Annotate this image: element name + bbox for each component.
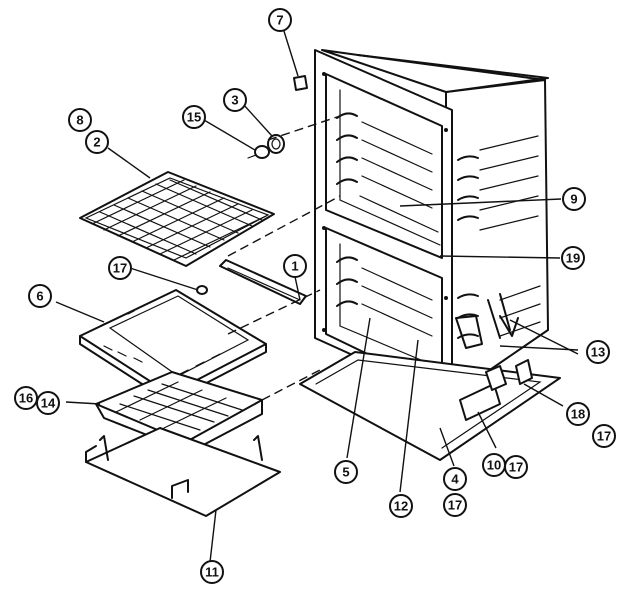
callout-4: 4 xyxy=(443,467,467,491)
knob-parts xyxy=(247,134,285,159)
part-7-block xyxy=(293,75,308,91)
svg-text:1: 1 xyxy=(291,259,298,274)
callout-13: 13 xyxy=(586,340,610,364)
svg-text:14: 14 xyxy=(41,396,56,411)
svg-text:18: 18 xyxy=(571,407,585,422)
svg-text:19: 19 xyxy=(566,251,580,266)
callout-10: 10 xyxy=(482,453,506,477)
svg-text:10: 10 xyxy=(487,458,501,473)
svg-text:8: 8 xyxy=(76,113,83,128)
bracket-part xyxy=(459,383,501,421)
callout-18: 18 xyxy=(566,402,590,426)
callout-9: 9 xyxy=(562,187,586,211)
svg-text:5: 5 xyxy=(342,465,349,480)
svg-text:9: 9 xyxy=(570,192,577,207)
svg-text:17: 17 xyxy=(113,261,127,276)
svg-text:16: 16 xyxy=(19,391,33,406)
callout-6: 6 xyxy=(28,284,52,308)
upper-oven-opening xyxy=(325,73,443,259)
callout-17-rail: 17 xyxy=(108,256,132,280)
svg-text:11: 11 xyxy=(205,565,219,580)
callout-11: 11 xyxy=(200,560,224,584)
hinge-assembly xyxy=(455,293,511,349)
callout-19: 19 xyxy=(561,246,585,270)
callout-7: 7 xyxy=(268,8,292,32)
svg-text:6: 6 xyxy=(36,289,43,304)
svg-text:17: 17 xyxy=(597,429,611,444)
callout-17-base: 17 xyxy=(443,493,467,517)
svg-text:2: 2 xyxy=(93,135,100,150)
leader-lines xyxy=(55,27,579,563)
callout-1: 1 xyxy=(283,254,307,278)
drawer-pan xyxy=(85,427,281,517)
oven-rack xyxy=(79,171,275,267)
svg-text:15: 15 xyxy=(187,110,201,125)
svg-text:12: 12 xyxy=(394,499,408,514)
svg-text:17: 17 xyxy=(509,460,523,475)
cabinet-top-panel xyxy=(321,49,549,93)
callout-17-bracket: 17 xyxy=(504,455,528,479)
svg-text:13: 13 xyxy=(591,345,605,360)
callout-12: 12 xyxy=(389,494,413,518)
callout-16: 16 xyxy=(14,386,38,410)
side-bracket xyxy=(515,359,533,385)
cabinet-side-panel xyxy=(445,79,549,401)
callout-3: 3 xyxy=(223,88,247,112)
oven-cabinet xyxy=(299,49,561,461)
svg-text:7: 7 xyxy=(276,13,283,28)
svg-text:17: 17 xyxy=(448,498,462,513)
svg-text:3: 3 xyxy=(231,93,238,108)
svg-text:4: 4 xyxy=(451,472,459,487)
callout-15: 15 xyxy=(182,105,206,129)
alignment-lines xyxy=(227,115,341,401)
callout-2: 2 xyxy=(85,130,109,154)
callout-14: 14 xyxy=(36,391,60,415)
callout-17-side: 17 xyxy=(592,424,616,448)
callout-5: 5 xyxy=(334,460,358,484)
callout-8: 8 xyxy=(68,108,92,132)
